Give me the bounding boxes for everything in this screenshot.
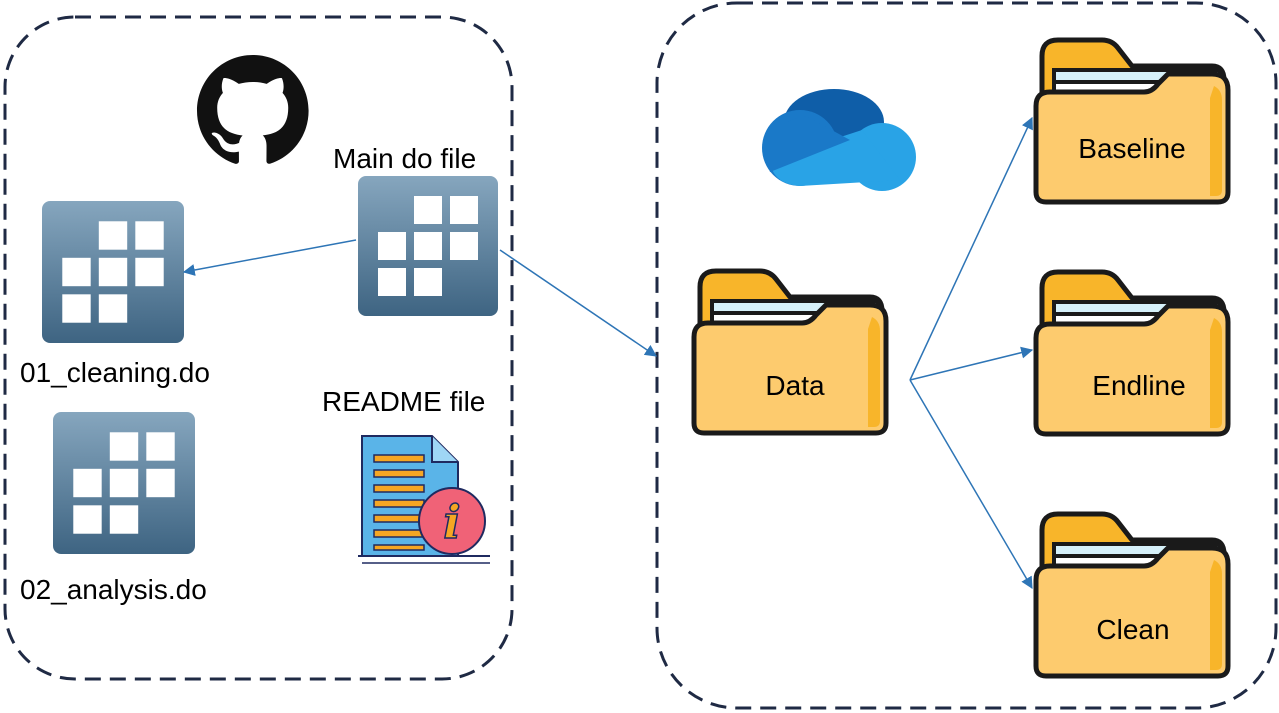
readme-file-label: README file — [322, 386, 486, 417]
stata-cleaning-icon[interactable] — [42, 201, 184, 343]
github-repo-container — [3, 15, 514, 681]
clean-folder-label: Clean — [1096, 614, 1170, 645]
readme-icon[interactable]: i — [358, 435, 490, 564]
arrow-data-to-endline — [909, 346, 1034, 381]
analysis-do-file-label: 02_analysis.do — [20, 574, 207, 605]
arrow-main-to-cleaning — [182, 239, 357, 276]
main-do-file-label: Main do file — [333, 143, 477, 174]
endline-folder-label: Endline — [1092, 370, 1186, 401]
onedrive-icon — [762, 89, 916, 191]
onedrive-storage-container — [655, 1, 1278, 710]
baseline-folder-icon[interactable] — [1036, 40, 1228, 202]
clean-folder-icon[interactable] — [1036, 514, 1228, 676]
data-folder-label: Data — [765, 370, 825, 401]
github-icon — [197, 55, 309, 164]
arrow-data-to-clean — [909, 379, 1033, 590]
baseline-folder-label: Baseline — [1078, 133, 1186, 164]
stata-main-icon[interactable] — [358, 176, 498, 316]
endline-folder-icon[interactable] — [1036, 272, 1228, 434]
svg-text:i: i — [443, 495, 460, 549]
arrow-main-to-data — [499, 249, 657, 357]
cleaning-do-file-label: 01_cleaning.do — [20, 357, 210, 388]
stata-analysis-icon[interactable] — [53, 412, 195, 554]
arrow-data-to-baseline — [909, 116, 1033, 381]
data-folder-icon[interactable] — [694, 271, 886, 433]
